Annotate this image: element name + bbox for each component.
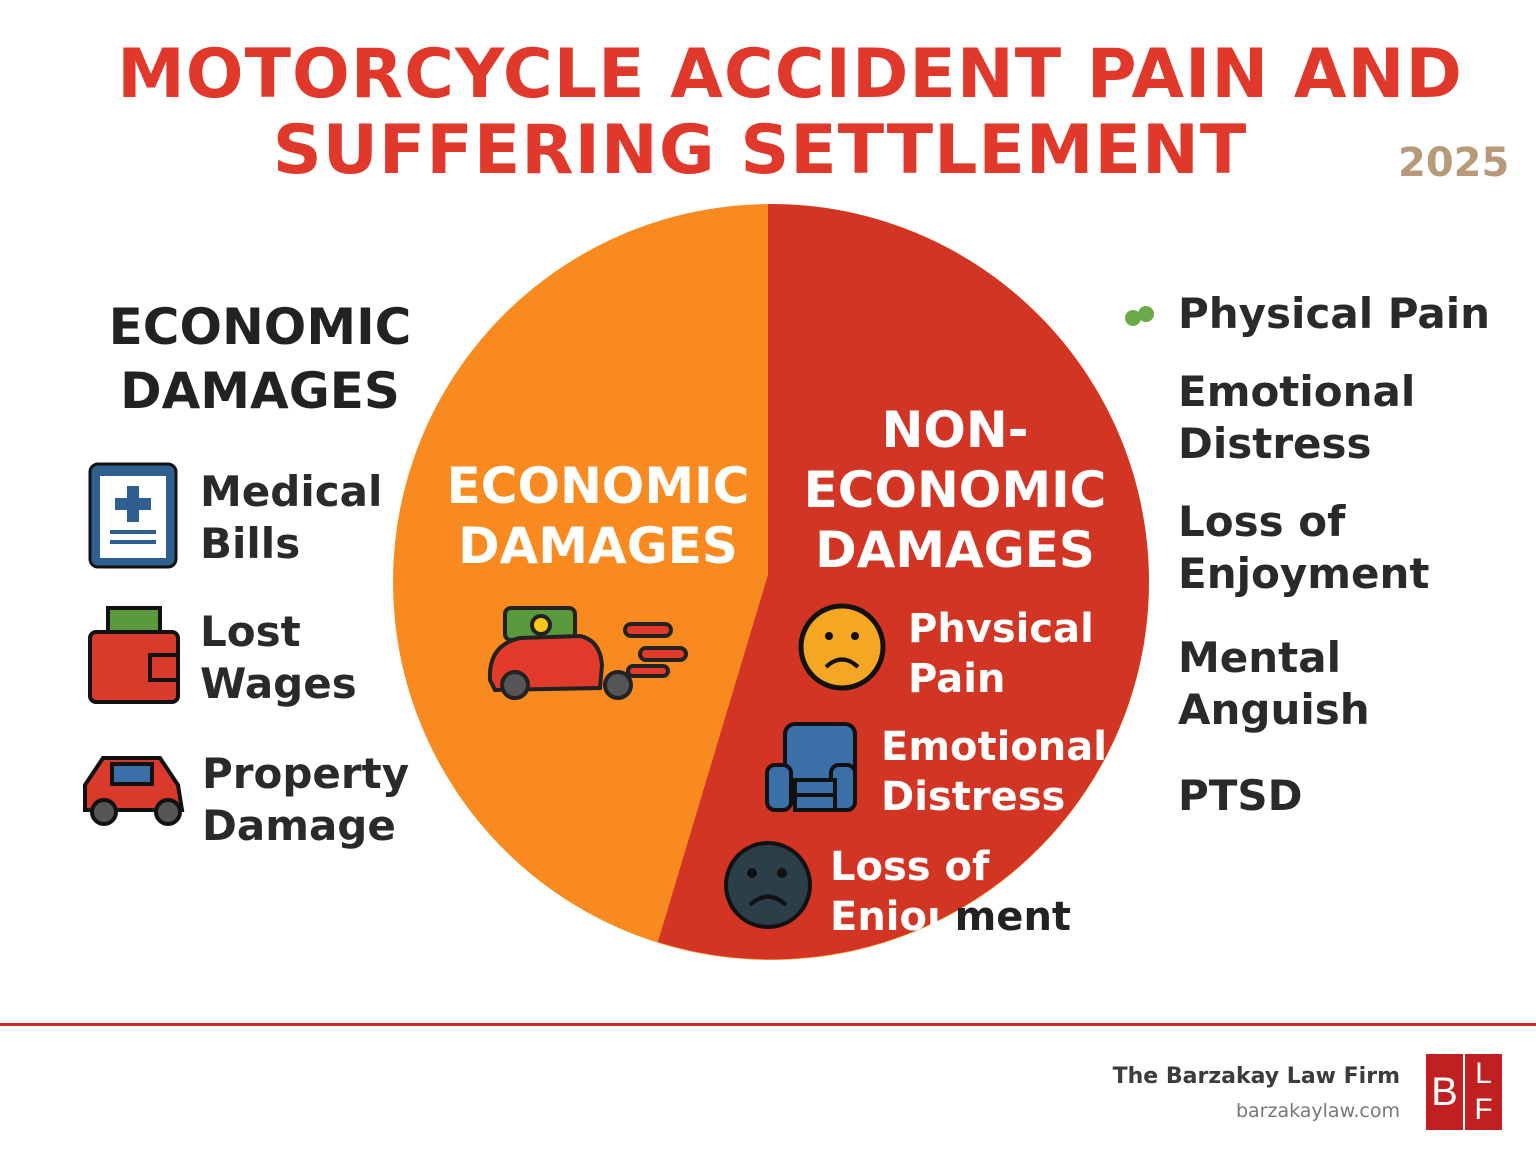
firm-name: The Barzakay Law Firm	[1112, 1064, 1400, 1089]
slice-label-line: DAMAGES	[458, 517, 738, 575]
medical-bill-icon	[88, 462, 178, 569]
item-label: Distress	[881, 774, 1066, 820]
year-label: 2025	[1398, 140, 1510, 186]
item-label: Emotional	[881, 724, 1107, 770]
firm-url: barzakaylaw.com	[1235, 1100, 1400, 1122]
worried-face-icon	[724, 841, 812, 929]
item-label: ment	[940, 894, 1072, 940]
green-bullet-icon	[1125, 306, 1154, 326]
economic-damages-heading: ECONOMIC DAMAGES	[90, 295, 430, 423]
item-label: Emotional	[1178, 367, 1416, 416]
item-label: Enjoyment	[1178, 549, 1430, 598]
item-label: Bills	[200, 519, 301, 568]
title-line-2: SUFFERING SETTLEMENT	[272, 111, 1248, 190]
item-label: Anguish	[1178, 685, 1370, 734]
item-label: Loss of	[1178, 497, 1346, 546]
item-label: Damage	[202, 801, 396, 850]
item-label: Property	[202, 749, 410, 798]
item-label: Distress	[1178, 419, 1372, 468]
logo-letter-l: L	[1475, 1057, 1492, 1090]
slice-label-line: NON-	[881, 401, 1029, 459]
item-label: Phvsical	[908, 606, 1094, 652]
car-icon	[83, 756, 185, 826]
item-label: Enioı	[830, 894, 941, 940]
armchair-icon	[765, 722, 857, 812]
right-item-physical-pain: Physical Pain	[1178, 288, 1490, 340]
item-label: Loss of	[830, 844, 990, 890]
heading-line: DAMAGES	[120, 362, 400, 420]
slice-label-line: ECONOMIC	[803, 461, 1107, 519]
damaged-vehicle-icon	[487, 606, 688, 700]
item-label: Wages	[200, 659, 357, 708]
slice-label-line: ECONOMIC	[446, 457, 750, 515]
right-item-ptsd: PTSD	[1178, 770, 1303, 822]
sad-face-icon	[798, 603, 886, 691]
slice-label-line: DAMAGES	[815, 521, 1095, 579]
logo-letter-b: B	[1426, 1054, 1463, 1130]
item-label: Mental	[1178, 633, 1341, 682]
item-label: Pain	[908, 656, 1006, 702]
heading-line: ECONOMIC	[108, 298, 412, 356]
pie-item-loss-of-enjoyment: Loss of Enioı ment	[830, 842, 1071, 942]
item-label: PTSD	[1178, 771, 1303, 820]
item-label: Medical	[200, 467, 383, 516]
footer-divider	[0, 1023, 1536, 1026]
wallet-icon	[88, 606, 180, 704]
item-label: Physical Pain	[1178, 289, 1491, 338]
title-line-1: MOTORCYCLE ACCIDENT PAIN AND	[117, 35, 1463, 114]
item-label: Lost	[200, 607, 301, 656]
logo-letter-f: F	[1474, 1093, 1493, 1126]
